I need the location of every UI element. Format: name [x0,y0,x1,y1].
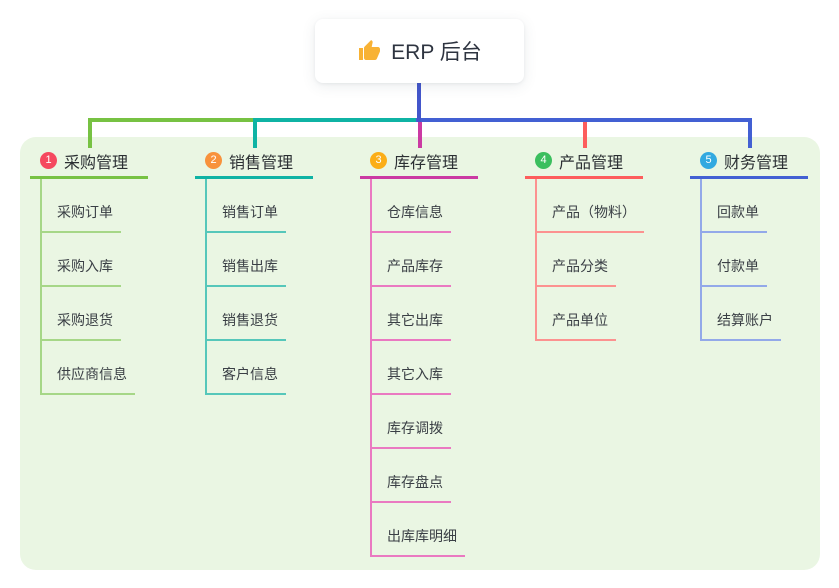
branch-column-2: 2 销售管理销售订单销售出库销售退货客户信息 [195,145,345,395]
branch-column-1: 1 采购管理采购订单采购入库采购退货供应商信息 [30,145,180,395]
child-node[interactable]: 回款单 [700,179,767,233]
branch-title: 产品管理 [559,154,624,172]
branches-background-panel [20,137,820,570]
branch-children-group: 销售订单销售出库销售退货客户信息 [205,179,345,395]
child-node[interactable]: 付款单 [700,233,767,287]
child-node[interactable]: 销售退货 [205,287,286,341]
child-node[interactable]: 采购退货 [40,287,121,341]
branch-number-badge: 2 [205,152,222,169]
branch-tree-line [535,179,537,341]
branch-tree-line [40,179,42,395]
branch-tree-line [205,179,207,395]
branch-number-badge: 5 [700,152,717,169]
child-node[interactable]: 采购订单 [40,179,121,233]
branch-children-group: 仓库信息产品库存其它出库其它入库库存调拨库存盘点出库库明细 [370,179,510,557]
child-node[interactable]: 库存盘点 [370,449,451,503]
branch-column-3: 3 库存管理仓库信息产品库存其它出库其它入库库存调拨库存盘点出库库明细 [360,145,510,557]
branch-column-5: 5 财务管理回款单付款单结算账户 [690,145,839,341]
child-node[interactable]: 销售出库 [205,233,286,287]
child-node[interactable]: 产品分类 [535,233,616,287]
branch-title: 采购管理 [64,154,129,172]
connector-horizontal-branch-5 [416,118,752,122]
branch-children-group: 产品（物料）产品分类产品单位 [535,179,675,341]
connector-drop-branch-4 [583,122,587,148]
child-node[interactable]: 其它入库 [370,341,451,395]
child-node[interactable]: 产品单位 [535,287,616,341]
child-node[interactable]: 库存调拨 [370,395,451,449]
branch-tree-line [700,179,702,341]
child-node[interactable]: 结算账户 [700,287,781,341]
child-node[interactable]: 出库库明细 [370,503,465,557]
connector-drop-branch-2 [253,118,257,148]
branch-children-group: 回款单付款单结算账户 [700,179,839,341]
branch-number-badge: 1 [40,152,57,169]
connector-drop-branch-5 [748,118,752,148]
branch-title: 销售管理 [229,154,294,172]
branch-children-group: 采购订单采购入库采购退货供应商信息 [40,179,180,395]
root-node-erp[interactable]: ERP 后台 [315,19,524,83]
child-node[interactable]: 其它出库 [370,287,451,341]
connector-root-stem [417,83,421,122]
branch-number-badge: 4 [535,152,552,169]
child-node[interactable]: 产品库存 [370,233,451,287]
branch-node-4[interactable]: 4 产品管理 [525,145,643,179]
branch-column-4: 4 产品管理产品（物料）产品分类产品单位 [525,145,675,341]
child-node[interactable]: 仓库信息 [370,179,451,233]
branch-node-1[interactable]: 1 采购管理 [30,145,148,179]
branch-tree-line [370,179,372,557]
branch-number-badge: 3 [370,152,387,169]
child-node[interactable]: 销售订单 [205,179,286,233]
branch-title: 库存管理 [394,154,459,172]
thumbs-up-icon [357,39,381,63]
root-node-title: ERP 后台 [391,41,482,64]
branch-node-2[interactable]: 2 销售管理 [195,145,313,179]
connector-drop-branch-1 [88,118,92,148]
child-node[interactable]: 产品（物料） [535,179,644,233]
branch-node-5[interactable]: 5 财务管理 [690,145,808,179]
child-node[interactable]: 采购入库 [40,233,121,287]
branch-title: 财务管理 [724,154,789,172]
child-node[interactable]: 客户信息 [205,341,286,395]
branch-node-3[interactable]: 3 库存管理 [360,145,478,179]
connector-horizontal-branch-2 [253,118,424,122]
connector-drop-branch-3 [418,118,422,148]
child-node[interactable]: 供应商信息 [40,341,135,395]
